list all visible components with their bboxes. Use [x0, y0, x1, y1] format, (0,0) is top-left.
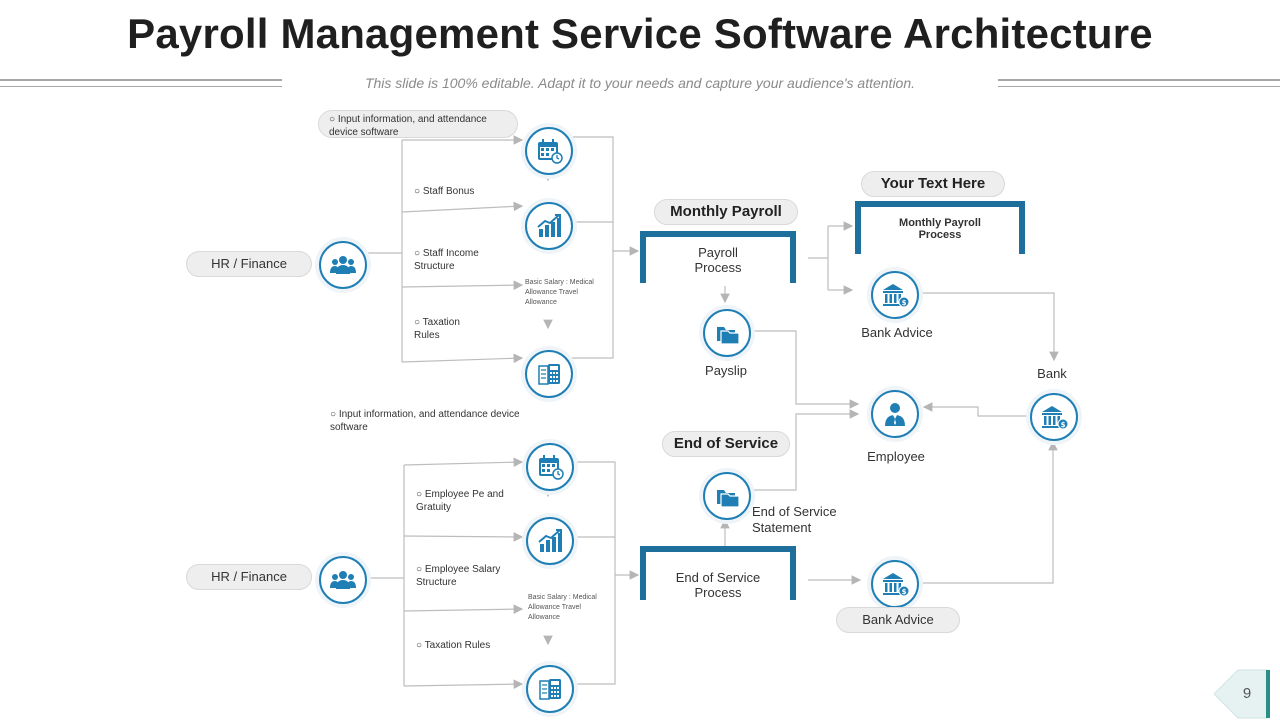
taxation-rules-text-bottom: Taxation Rules: [424, 640, 491, 651]
growth-chart-icon-top: [525, 202, 573, 250]
taxation-rules-text-top: Taxation Rules: [414, 317, 460, 341]
employee-label: Employee: [867, 449, 925, 464]
divider-right: [998, 79, 1280, 87]
taxation-rules-note-bottom: ○ Taxation Rules: [416, 640, 491, 651]
monthly-payroll-process-box: Monthly Payroll Process: [855, 201, 1025, 254]
employee-salary-note: ○ Employee Salary Structure: [416, 564, 501, 588]
payslip-label: Payslip: [705, 363, 747, 378]
calendar-clock-icon-bottom: [526, 443, 574, 491]
end-of-service-process-box: End of Service Process: [640, 546, 796, 600]
calendar-clock-icon-top: [525, 127, 573, 175]
bank-icon-advice-bottom: $: [871, 560, 919, 608]
input-note-top: ○ Input information, and attendance devi…: [318, 110, 518, 138]
folder-icon-statement: [703, 472, 751, 520]
bank-label: Bank: [1037, 366, 1067, 381]
folder-icon-payslip: [703, 309, 751, 357]
your-text-header: Your Text Here: [861, 171, 1005, 197]
team-icon-bottom: [319, 556, 367, 604]
svg-text:$: $: [902, 299, 907, 307]
page-number-tab: [1214, 669, 1270, 719]
hr-finance-label-bottom: HR / Finance: [186, 564, 312, 590]
salary-components-note-top: Basic Salary : Medical Allowance Travel …: [525, 279, 594, 306]
input-note-top-text: Input information, and attendance device…: [329, 114, 487, 138]
monthly-payroll-process-label: Monthly Payroll Process: [899, 217, 981, 241]
svg-text:$: $: [1061, 421, 1066, 429]
employee-salary-text: Employee Salary Structure: [416, 564, 501, 588]
monthly-payroll-header: Monthly Payroll: [654, 199, 798, 225]
svg-text:$: $: [902, 588, 907, 596]
input-note-bottom: ○ Input information, and attendance devi…: [330, 409, 520, 433]
employee-gratuity-text: Employee Pe and Gratuity: [416, 489, 504, 513]
taxation-rules-note-top: ○ Taxation Rules: [414, 317, 460, 341]
payroll-process-label: Payroll Process: [694, 245, 742, 275]
salary-components-note-bottom: Basic Salary : Medical Allowance Travel …: [528, 594, 597, 621]
subtitle: This slide is 100% editable. Adapt it to…: [364, 75, 916, 91]
team-icon-top: [319, 241, 367, 289]
bank-advice-bottom-label: Bank Advice: [836, 607, 960, 633]
divider-left: [0, 79, 282, 87]
calculator-icon-bottom: [526, 665, 574, 713]
bank-advice-top-label: Bank Advice: [861, 325, 933, 340]
staff-bonus-note: ○ Staff Bonus: [414, 186, 475, 197]
employee-gratuity-note: ○ Employee Pe and Gratuity: [416, 489, 504, 513]
staff-income-text: Staff Income Structure: [414, 248, 479, 272]
staff-income-note: ○ Staff Income Structure: [414, 248, 479, 272]
end-of-service-process-label: End of Service Process: [675, 570, 761, 600]
hr-finance-label-top: HR / Finance: [186, 251, 312, 277]
page-title: Payroll Management Service Software Arch…: [127, 10, 1153, 57]
bank-icon-advice-top: $: [871, 271, 919, 319]
page-number: 9: [1242, 685, 1252, 702]
employee-icon: [871, 390, 919, 438]
payroll-process-box: Payroll Process: [640, 231, 796, 283]
growth-chart-icon-bottom: [526, 517, 574, 565]
end-of-service-statement-label: End of Service Statement: [752, 504, 837, 535]
staff-bonus-text: Staff Bonus: [422, 186, 475, 197]
bank-icon: $: [1030, 393, 1078, 441]
calculator-icon-top: [525, 350, 573, 398]
input-note-bottom-text: Input information, and attendance device…: [330, 409, 520, 433]
end-of-service-header: End of Service: [662, 431, 790, 457]
